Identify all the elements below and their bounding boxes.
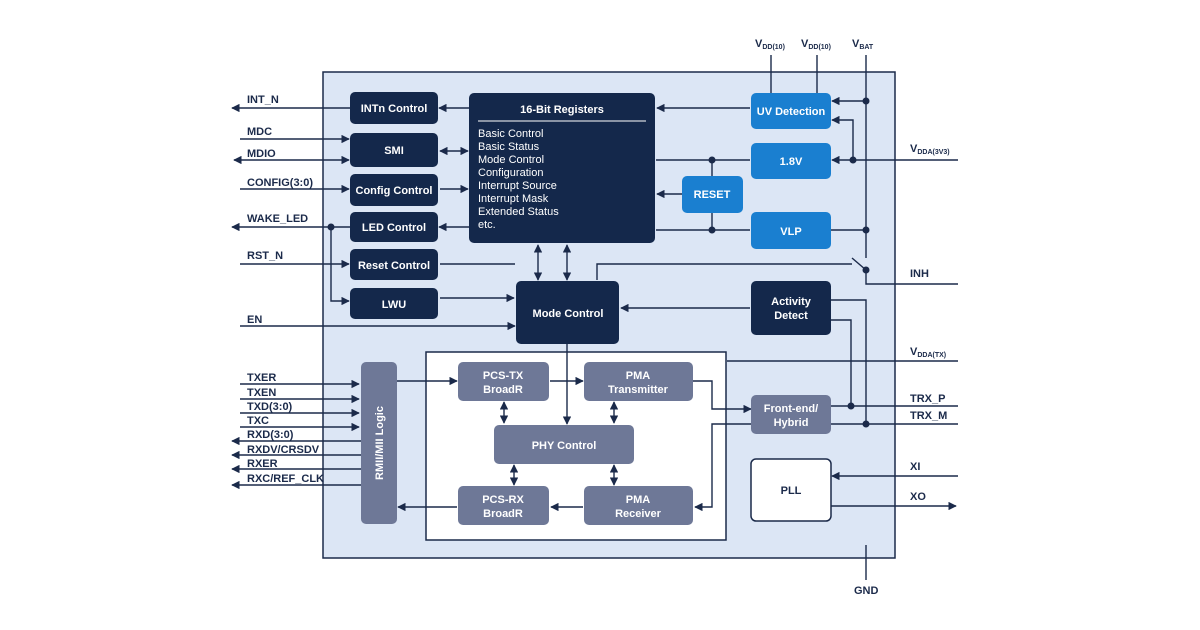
block-pma-rx-line2: Receiver <box>615 508 662 520</box>
block-uv-detection-label: UV Detection <box>757 106 826 118</box>
registers-title: 16-Bit Registers <box>520 104 604 116</box>
block-reset-control: Reset Control <box>350 249 438 280</box>
block-config-control: Config Control <box>350 174 438 206</box>
label-inh: INH <box>910 268 929 280</box>
label-int-n: INT_N <box>247 94 279 106</box>
block-pcs-rx-line2: BroadR <box>483 508 523 520</box>
external-labels: INT_N MDC MDIO CONFIG(3:0) WAKE_LED RST_… <box>247 38 950 597</box>
label-en: EN <box>247 314 262 326</box>
label-vdd10-b: VDD(10) <box>801 38 831 51</box>
label-gnd: GND <box>854 585 879 597</box>
wires <box>231 55 958 580</box>
label-vddatx: VDDA(TX) <box>910 346 946 359</box>
block-pma-rx-line1: PMA <box>626 494 651 506</box>
register-item: Basic Control <box>478 128 543 140</box>
label-mdio: MDIO <box>247 148 276 160</box>
block-lwu: LWU <box>350 288 438 319</box>
block-1v8-label: 1.8V <box>780 156 803 168</box>
label-xi: XI <box>910 461 920 473</box>
block-vlp: VLP <box>751 212 831 249</box>
label-rst-n: RST_N <box>247 250 283 262</box>
label-rxer: RXER <box>247 458 278 470</box>
block-pma-rx: PMA Receiver <box>584 486 693 525</box>
block-pcs-rx-line1: PCS-RX <box>482 494 524 506</box>
block-pcs-tx-line2: BroadR <box>483 384 523 396</box>
block-reset-control-label: Reset Control <box>358 260 430 272</box>
block-pma-tx-line2: Transmitter <box>608 384 669 396</box>
block-registers: 16-Bit Registers Basic Control Basic Sta… <box>469 93 655 243</box>
block-pll: PLL <box>750 458 832 522</box>
block-mode-control: Mode Control <box>516 281 619 344</box>
label-wake-led: WAKE_LED <box>247 213 308 225</box>
block-reset: RESET <box>682 176 743 213</box>
block-reset-label: RESET <box>694 189 731 201</box>
label-trx-p: TRX_P <box>910 393 945 405</box>
block-pcs-tx: PCS-TX BroadR <box>458 362 549 401</box>
label-rxc: RXC/REF_CLK <box>247 473 324 485</box>
register-item: Basic Status <box>478 141 540 153</box>
block-rmii-logic-label: RMII/MII Logic <box>374 406 386 480</box>
label-rxdv: RXDV/CRSDV <box>247 444 320 456</box>
label-xo: XO <box>910 491 926 503</box>
label-vdda3v3: VDDA(3V3) <box>910 143 950 156</box>
block-1v8: 1.8V <box>751 143 831 179</box>
block-front-end-line1: Front-end/ <box>764 403 818 415</box>
block-pll-label: PLL <box>781 485 802 497</box>
label-config: CONFIG(3:0) <box>247 177 313 189</box>
register-item: Configuration <box>478 167 543 179</box>
block-uv-detection: UV Detection <box>751 93 831 129</box>
block-smi: SMI <box>350 133 438 167</box>
label-txer: TXER <box>247 372 276 384</box>
label-txc: TXC <box>247 415 269 427</box>
block-lwu-label: LWU <box>382 299 406 311</box>
label-trx-m: TRX_M <box>910 410 947 422</box>
block-activity-detect: Activity Detect <box>751 281 831 335</box>
block-pma-tx: PMA Transmitter <box>584 362 693 401</box>
label-txd: TXD(3:0) <box>247 401 293 413</box>
label-rxd: RXD(3:0) <box>247 429 294 441</box>
block-intn-control: INTn Control <box>350 92 438 124</box>
block-pcs-rx: PCS-RX BroadR <box>458 486 549 525</box>
label-txen: TXEN <box>247 387 276 399</box>
register-item: Extended Status <box>478 206 559 218</box>
label-mdc: MDC <box>247 126 272 138</box>
block-phy-control-label: PHY Control <box>532 440 597 452</box>
block-vlp-label: VLP <box>780 226 801 238</box>
label-vdd10-a: VDD(10) <box>755 38 785 51</box>
block-rmii-logic: RMII/MII Logic <box>361 362 397 524</box>
block-intn-control-label: INTn Control <box>361 103 428 115</box>
block-pma-tx-line1: PMA <box>626 370 651 382</box>
block-activity-detect-line1: Activity <box>771 296 812 308</box>
register-item: Mode Control <box>478 154 544 166</box>
block-front-end-line2: Hybrid <box>774 417 809 429</box>
block-smi-label: SMI <box>384 145 404 157</box>
block-mode-control-label: Mode Control <box>533 308 604 320</box>
block-pcs-tx-line1: PCS-TX <box>483 370 524 382</box>
block-front-end: Front-end/ Hybrid <box>751 395 831 434</box>
block-phy-control: PHY Control <box>494 425 634 464</box>
block-led-control-label: LED Control <box>362 222 426 234</box>
block-config-control-label: Config Control <box>356 185 433 197</box>
register-item: Interrupt Source <box>478 180 557 192</box>
block-led-control: LED Control <box>350 212 438 242</box>
register-item: etc. <box>478 219 496 231</box>
label-vbat: VBAT <box>852 38 874 51</box>
register-item: Interrupt Mask <box>478 193 549 205</box>
block-activity-detect-line2: Detect <box>774 310 808 322</box>
